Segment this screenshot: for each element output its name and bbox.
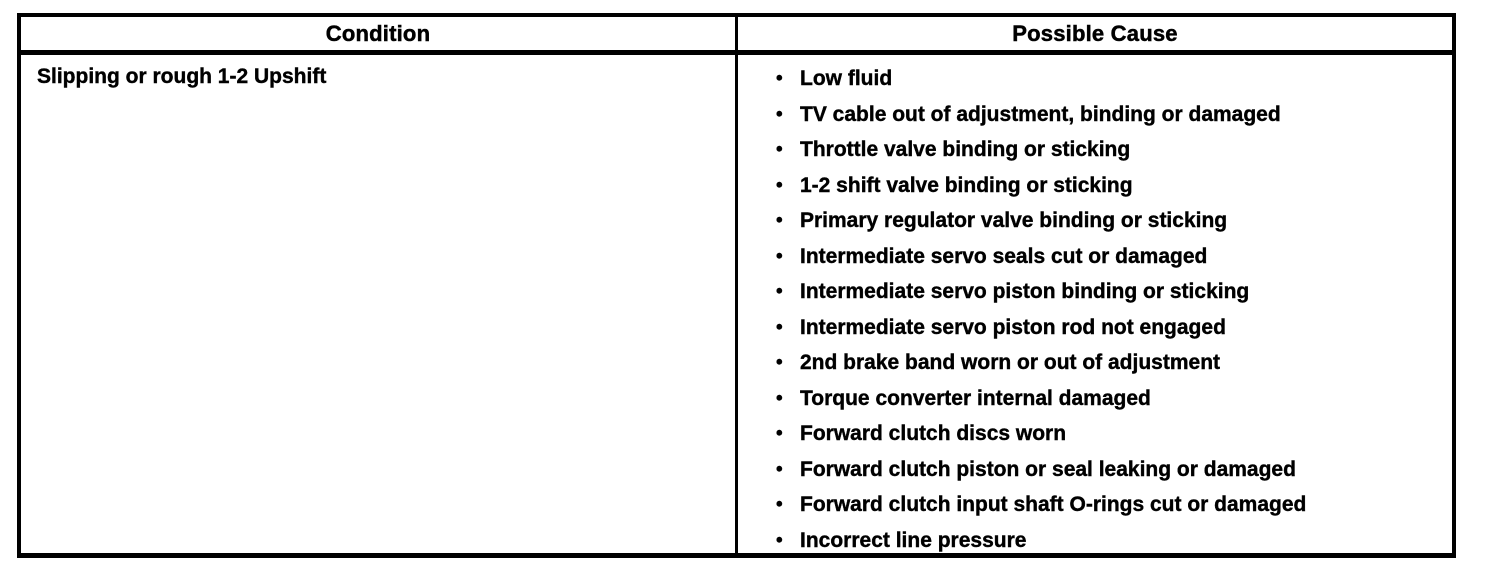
condition-cell: Slipping or rough 1-2 Upshift (21, 55, 738, 553)
possible-cause-item: Intermediate servo piston binding or sti… (738, 274, 1452, 310)
possible-cause-item: Torque converter internal damaged (738, 381, 1452, 417)
possible-cause-item: Intermediate servo seals cut or damaged (738, 239, 1452, 275)
column-header-condition: Condition (21, 17, 738, 50)
column-header-possible-cause: Possible Cause (1012, 20, 1178, 46)
possible-cause-item: Incorrect line pressure (738, 523, 1452, 559)
possible-cause-item: Low fluid (738, 61, 1452, 97)
condition-text: Slipping or rough 1-2 Upshift (37, 65, 327, 88)
possible-cause-item: Primary regulator valve binding or stick… (738, 203, 1452, 239)
table-header-row: Condition Possible Cause (21, 17, 1452, 55)
possible-cause-item: Intermediate servo piston rod not engage… (738, 310, 1452, 346)
possible-cause-item: Forward clutch piston or seal leaking or… (738, 452, 1452, 488)
possible-cause-cell: Low fluidTV cable out of adjustment, bin… (738, 55, 1452, 558)
possible-cause-item: Forward clutch discs worn (738, 416, 1452, 452)
possible-cause-list: Low fluidTV cable out of adjustment, bin… (738, 61, 1452, 558)
possible-cause-item: Throttle valve binding or sticking (738, 132, 1452, 168)
diagnosis-table: Condition Possible Cause Slipping or rou… (17, 13, 1456, 558)
possible-cause-item: Forward clutch input shaft O-rings cut o… (738, 487, 1452, 523)
possible-cause-item: 1-2 shift valve binding or sticking (738, 168, 1452, 204)
possible-cause-item: TV cable out of adjustment, binding or d… (738, 97, 1452, 133)
table-row: Slipping or rough 1-2 Upshift Low fluidT… (21, 55, 1452, 558)
possible-cause-item: 2nd brake band worn or out of adjustment (738, 345, 1452, 381)
